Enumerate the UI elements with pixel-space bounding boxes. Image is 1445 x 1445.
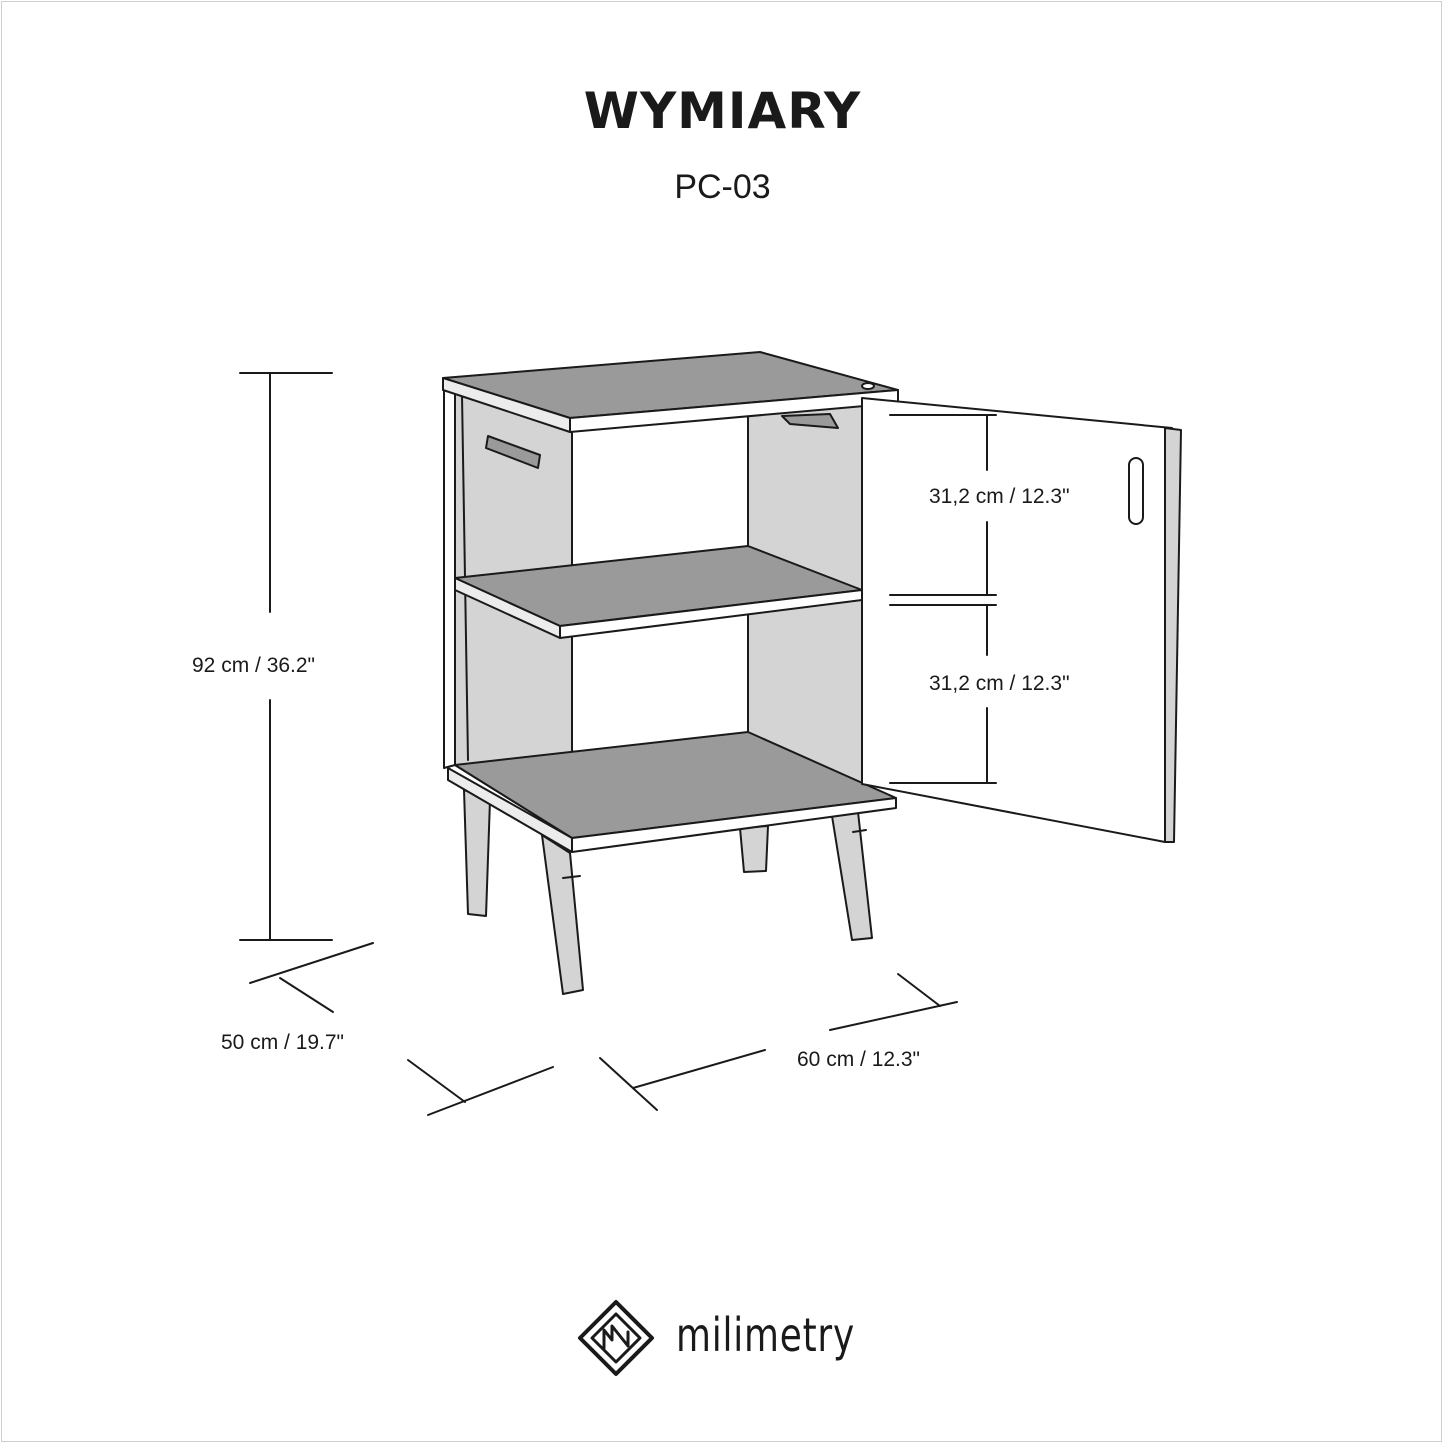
brand-wordmark: milimetry xyxy=(676,1308,855,1362)
milimetry-logo-icon xyxy=(578,1300,654,1376)
compartment-dimension-lines xyxy=(889,414,997,784)
cable-hole-icon xyxy=(861,382,875,390)
width-dimension-line xyxy=(599,973,958,1111)
model-code: PC-03 xyxy=(674,168,771,206)
right-side-handle-slot xyxy=(781,413,839,429)
page-title: WYMIARY xyxy=(583,82,862,140)
open-door xyxy=(861,397,1173,843)
height-label: 92 cm / 36.2" xyxy=(192,654,316,677)
door-handle-slot xyxy=(1128,457,1144,525)
depth-label: 50 cm / 19.7" xyxy=(221,1031,345,1054)
left-side-handle-slot xyxy=(485,435,541,469)
cabinet-legs xyxy=(463,789,873,995)
left-panel-edge xyxy=(443,387,456,769)
upper-compartment-label: 31,2 cm / 12.3" xyxy=(929,485,1070,508)
door-edge xyxy=(1164,427,1182,843)
width-label: 60 cm / 12.3" xyxy=(797,1048,921,1071)
depth-dimension-line xyxy=(249,942,554,1116)
lower-compartment-label: 31,2 cm / 12.3" xyxy=(929,672,1070,695)
height-dimension-line xyxy=(239,372,333,941)
